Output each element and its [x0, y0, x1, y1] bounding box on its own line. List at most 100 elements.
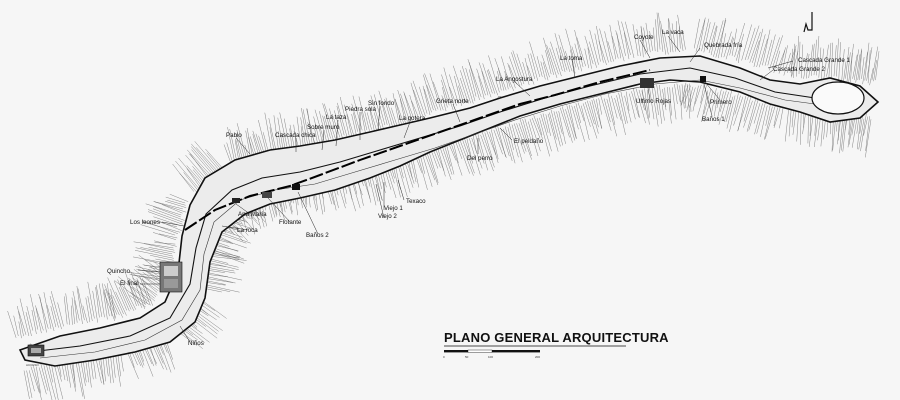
contour-hatch — [147, 211, 183, 225]
contour-hatch — [482, 63, 493, 94]
contour-hatch — [539, 117, 550, 157]
contour-hatch — [361, 111, 366, 136]
contour-hatch — [617, 20, 626, 56]
contour-hatch — [726, 95, 736, 129]
contour-hatch — [133, 241, 174, 249]
contour-hatch — [92, 290, 98, 323]
contour-hatch — [412, 80, 426, 117]
contour-hatch — [848, 43, 854, 82]
contour-hatch — [236, 123, 248, 161]
contour-hatch — [577, 102, 585, 121]
contour-hatch — [736, 33, 744, 61]
contour-hatch — [608, 94, 616, 126]
contour-hatch — [614, 97, 622, 121]
contour-hatch — [626, 91, 630, 111]
contour-hatch — [132, 277, 158, 296]
contour-hatch — [351, 114, 357, 138]
contour-hatch — [864, 42, 870, 81]
contour-hatch — [466, 138, 472, 160]
contour-hatch — [307, 122, 316, 144]
river-channel-line — [29, 67, 850, 353]
scale-tick-50: 50 — [465, 355, 469, 359]
contour-hatch — [77, 288, 85, 321]
contour-hatch — [143, 243, 175, 251]
contour-hatch — [865, 119, 872, 158]
contour-hatch — [550, 41, 562, 77]
contour-hatch — [152, 232, 177, 240]
contour-hatch — [859, 114, 863, 134]
contour-hatch — [469, 69, 477, 97]
contour-hatch — [451, 144, 463, 176]
label-la-roca: La roca — [237, 227, 258, 234]
contour-hatch — [574, 105, 585, 142]
contour-hatch — [660, 20, 666, 55]
contour-hatch — [684, 85, 687, 109]
contour-hatch — [107, 277, 124, 315]
contour-hatch — [478, 62, 492, 98]
contour-hatch — [838, 42, 841, 82]
contour-hatch — [284, 118, 290, 149]
contour-hatch — [493, 129, 503, 155]
contour-hatch — [555, 47, 563, 72]
contour-hatch — [604, 31, 612, 63]
contour-hatch — [765, 103, 777, 139]
contour-hatch — [392, 93, 400, 127]
contour-hatch — [45, 363, 56, 400]
contour-hatch — [153, 216, 178, 225]
label-leaders — [137, 35, 794, 343]
contour-hatch — [524, 118, 531, 140]
contour-hatch — [90, 357, 94, 380]
contour-hatch — [31, 309, 37, 335]
contour-hatch — [764, 106, 773, 140]
contour-hatch — [420, 155, 425, 174]
contour-hatch — [800, 108, 802, 145]
contour-hatch — [95, 287, 100, 318]
contour-hatch — [549, 112, 557, 140]
contour-hatch — [30, 294, 39, 330]
contour-hatch — [43, 365, 53, 400]
contour-hatch — [645, 22, 651, 53]
contour-hatch — [183, 172, 199, 192]
contour-hatch — [300, 126, 304, 146]
contour-hatch — [513, 123, 525, 154]
contour-hatch — [165, 196, 186, 204]
contour-hatch — [826, 58, 830, 77]
contour-hatch — [656, 12, 661, 50]
contour-hatch — [565, 50, 573, 72]
contour-hatch — [546, 44, 558, 78]
contour-hatch — [863, 116, 868, 136]
contour-hatch — [694, 18, 700, 49]
contour-hatch — [672, 87, 677, 120]
contour-hatch — [353, 112, 358, 132]
contour-hatch — [857, 48, 862, 81]
contour-hatch — [522, 119, 529, 139]
contour-hatch — [857, 113, 862, 150]
drawing-title: PLANO GENERAL ARQUITECTURA — [444, 330, 669, 345]
contour-hatch — [324, 103, 336, 140]
contour-hatch — [179, 173, 198, 194]
contour-hatch — [453, 142, 459, 164]
contour-hatch — [172, 163, 194, 192]
quincho-building — [159, 261, 183, 293]
contour-hatch — [620, 91, 628, 124]
contour-hatch — [378, 90, 391, 128]
contour-hatch — [462, 65, 474, 104]
contour-hatch — [130, 271, 145, 310]
contour-hatch — [541, 54, 550, 78]
contour-hatch — [154, 240, 177, 247]
contour-hatch — [289, 128, 292, 147]
label-el-final: El final — [120, 280, 139, 287]
contour-hatch — [268, 118, 278, 155]
contour-hatch — [96, 285, 103, 317]
structure-banos-1 — [700, 76, 706, 82]
contour-hatch — [731, 28, 737, 56]
contour-hatch — [154, 201, 183, 210]
contour-hatch — [591, 99, 599, 128]
contour-hatch — [49, 295, 59, 328]
contour-hatch — [43, 292, 52, 329]
contour-hatch — [700, 84, 705, 104]
contour-hatch — [516, 123, 527, 152]
contour-hatch — [210, 250, 245, 264]
contour-hatch — [497, 70, 502, 91]
contour-hatch — [859, 50, 862, 81]
